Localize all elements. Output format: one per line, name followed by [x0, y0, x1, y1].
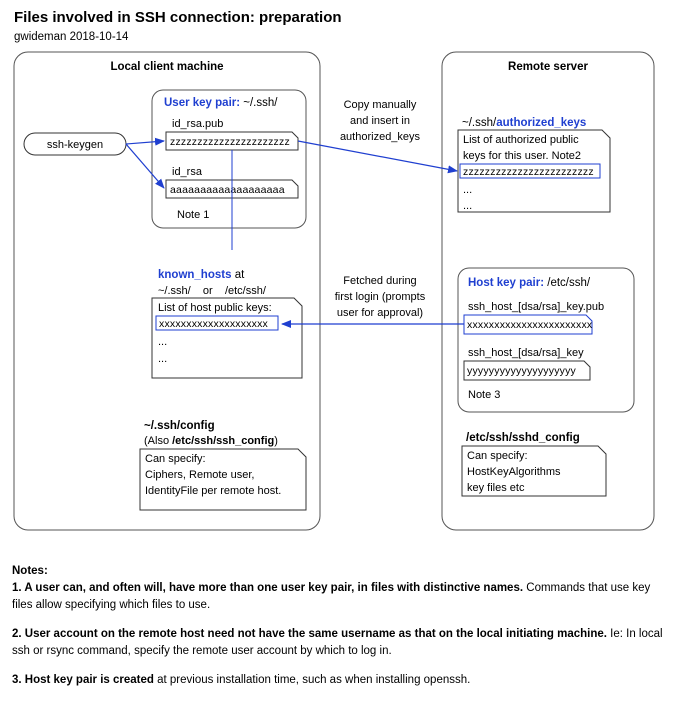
copy-manually-line-2: and insert in: [350, 115, 410, 127]
note-2-bold: 2. User account on the remote host need …: [12, 628, 607, 640]
user-key-pair-path: ~/.ssh/: [240, 97, 278, 109]
notes-section: Notes: 1. A user can, and often will, ha…: [12, 563, 672, 701]
note-3-bold: 3. Host key pair is created: [12, 674, 154, 686]
fetched-line-2: first login (prompts: [335, 291, 426, 303]
ssh-keygen-label: ssh-keygen: [47, 139, 103, 151]
ssh-config-label: ~/.ssh/config: [144, 420, 215, 432]
authorized-keys-prefix: ~/.ssh/: [462, 117, 497, 129]
sshd-config-line-3: key files etc: [467, 482, 525, 494]
ssh-config-also-path: /etc/ssh/ssh_config: [172, 435, 274, 447]
sshd-config-label: /etc/ssh/sshd_config: [466, 432, 580, 444]
authorized-keys-entry-box: [459, 163, 601, 179]
host-priv-filename: ssh_host_[dsa/rsa]_key: [468, 347, 584, 359]
host-priv-doc: [463, 360, 591, 381]
ssh-config-also: (Also /etc/ssh/ssh_config): [144, 435, 278, 447]
remote-server-title: Remote server: [508, 61, 588, 73]
note-1-rest: Commands that use key files allow specif…: [12, 582, 651, 611]
note-1-label: Note 1: [177, 209, 209, 221]
id-rsa-pub-value: zzzzzzzzzzzzzzzzzzzzzz: [170, 136, 290, 148]
ssh-config-line-3: IdentityFile per remote host.: [145, 485, 281, 497]
id-rsa-value: aaaaaaaaaaaaaaaaaaa: [170, 184, 285, 196]
page-title: Files involved in SSH connection: prepar…: [14, 9, 342, 26]
fetched-line-1: Fetched during: [343, 275, 416, 287]
known-hosts-at: at: [235, 269, 245, 281]
host-pub-value: xxxxxxxxxxxxxxxxxxxxxxx: [467, 319, 593, 331]
fetched-line-3: user for approval): [337, 307, 423, 319]
note-1-bold: 1. A user can, and often will, have more…: [12, 582, 524, 594]
sshd-config-line-1: Can specify:: [467, 450, 528, 462]
host-pub-doc: [463, 314, 593, 335]
known-hosts-heading: known_hosts at: [158, 269, 245, 281]
ssh-diagram: Files involved in SSH connection: prepar…: [13, 9, 655, 531]
local-machine-panel: [13, 51, 321, 531]
known-hosts-ellipsis-1: ...: [158, 336, 167, 348]
arrow-pub-to-authorized-keys: [297, 140, 458, 174]
authorized-keys-line-2: keys for this user. Note2: [463, 150, 581, 162]
note-2: 2. User account on the remote host need …: [12, 626, 672, 660]
note-1: 1. A user can, and often will, have more…: [12, 580, 672, 614]
user-key-pair-heading: User key pair: ~/.ssh/: [164, 97, 278, 109]
note-2-rest: Ie: In local ssh or rsync command, speci…: [12, 628, 663, 657]
known-hosts-label: known_hosts: [158, 269, 231, 281]
copy-manually-line-3: authorized_keys: [340, 131, 421, 143]
id-rsa-filename: id_rsa: [172, 166, 203, 178]
ssh-config-line-2: Ciphers, Remote user,: [145, 469, 254, 481]
author-date: gwideman 2018-10-14: [14, 31, 129, 43]
copy-manually-line-1: Copy manually: [344, 99, 417, 111]
note-3-label: Note 3: [468, 389, 500, 401]
ssh-config-line-1: Can specify:: [145, 453, 206, 465]
sshd-config-line-2: HostKeyAlgorithms: [467, 466, 561, 478]
known-hosts-paths: ~/.ssh/ or /etc/ssh/: [158, 285, 267, 297]
arrow-keygen-to-pub: [125, 137, 165, 146]
user-key-pair-label: User key pair:: [164, 97, 240, 109]
authorized-keys-ellipsis-2: ...: [463, 200, 472, 212]
user-key-pair-box: [151, 89, 307, 229]
remote-server-panel: [441, 51, 655, 531]
known-hosts-entry-box: [155, 315, 279, 331]
known-hosts-entry-value: xxxxxxxxxxxxxxxxxxxx: [159, 318, 269, 330]
note-3: 3. Host key pair is created at previous …: [12, 672, 672, 689]
host-key-pair-label: Host key pair:: [468, 277, 544, 289]
ssh-config-doc: [139, 448, 307, 511]
known-hosts-list-heading: List of host public keys:: [158, 302, 272, 314]
note-3-rest: at previous installation time, such as w…: [153, 674, 471, 686]
authorized-keys-heading: ~/.ssh/authorized_keys: [462, 117, 586, 129]
notes-heading: Notes:: [12, 565, 48, 577]
authorized-keys-entry-value: zzzzzzzzzzzzzzzzzzzzzzzz: [463, 166, 594, 178]
arrow-keygen-to-priv: [125, 143, 165, 189]
host-priv-value: yyyyyyyyyyyyyyyyyyyy: [467, 365, 577, 377]
host-key-pair-heading: Host key pair: /etc/ssh/: [468, 277, 591, 289]
authorized-keys-ellipsis-1: ...: [463, 184, 472, 196]
known-hosts-ellipsis-2: ...: [158, 353, 167, 365]
authorized-keys-label: authorized_keys: [496, 117, 586, 129]
id-rsa-pub-filename: id_rsa.pub: [172, 118, 223, 130]
sshd-config-doc: [461, 445, 607, 497]
authorized-keys-line-1: List of authorized public: [463, 134, 579, 146]
local-machine-title: Local client machine: [110, 61, 223, 73]
id-rsa-pub-doc: [165, 131, 299, 151]
host-pub-filename: ssh_host_[dsa/rsa]_key.pub: [468, 301, 604, 313]
host-key-pair-path: /etc/ssh/: [544, 277, 591, 289]
host-key-pair-box: [457, 267, 635, 413]
